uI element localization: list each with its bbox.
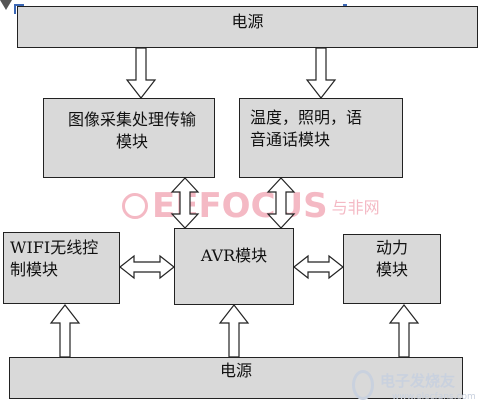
elecfans-logo-icon <box>352 370 374 400</box>
sensor-module-label: 温度，照明，语 音通话模块 <box>250 108 363 149</box>
power-bottom-block: 电源 <box>9 357 463 399</box>
arrow-sensor-avr <box>266 177 296 229</box>
corner-mark-top-left <box>14 4 24 14</box>
cursor-icon <box>0 0 12 10</box>
elecfans-logo-text: 电子发烧友 <box>380 372 456 390</box>
image-module-label: 图像采集处理传输 模块 <box>67 110 196 151</box>
arrow-power-to-image <box>125 47 157 99</box>
arrow-wifi-avr <box>119 254 175 280</box>
wifi-module-block: WIFI无线控 制模块 <box>3 232 120 304</box>
arrow-power-to-wifi <box>49 304 81 358</box>
drive-module-label: 动力 模块 <box>375 238 408 279</box>
sensor-module-block: 温度，照明，语 音通话模块 <box>239 98 403 178</box>
wifi-module-label: WIFI无线控 制模块 <box>10 238 99 279</box>
drive-module-block: 动力 模块 <box>343 234 441 304</box>
arrow-avr-drive <box>293 254 344 280</box>
elecfans-watermark: 电子发烧友 www.elecfans.com <box>352 368 498 412</box>
power-bottom-label: 电源 <box>219 361 252 380</box>
avr-module-block: AVR模块 <box>174 228 294 305</box>
image-module-block: 图像采集处理传输 模块 <box>43 98 215 178</box>
avr-module-label: AVR模块 <box>200 246 268 265</box>
elecfans-url-text: www.elecfans.com <box>392 392 476 402</box>
arrow-power-to-avr <box>218 304 250 358</box>
arrow-image-avr <box>170 177 200 229</box>
power-top-block: 电源 <box>17 6 478 48</box>
arrow-power-to-sensor <box>305 47 337 99</box>
power-top-label: 电源 <box>231 12 264 31</box>
arrow-power-to-drive <box>388 304 420 358</box>
eefocus-logo-icon <box>122 193 148 219</box>
eefocus-suffix-text: 与非网 <box>331 198 380 217</box>
